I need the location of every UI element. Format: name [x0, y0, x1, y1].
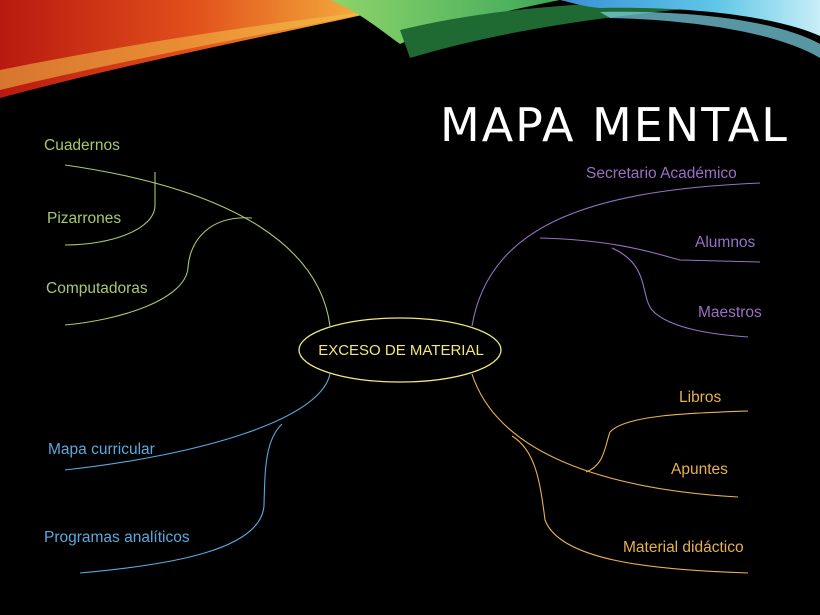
node-apuntes: Apuntes — [671, 461, 728, 478]
orange-branch-lines — [471, 373, 749, 574]
node-material-didactico: Material didáctico — [623, 539, 744, 556]
node-secretario-academico: Secretario Académico — [586, 165, 737, 182]
node-mapa-curricular: Mapa curricular — [48, 441, 155, 458]
blue-branch-lines — [64, 373, 331, 574]
node-maestros: Maestros — [698, 304, 762, 321]
node-programas-analiticos: Programas analíticos — [44, 529, 190, 546]
decorative-swoosh — [0, 0, 820, 98]
node-alumnos: Alumnos — [695, 234, 756, 251]
node-cuadernos: Cuadernos — [44, 137, 120, 154]
center-node-outline — [298, 317, 502, 383]
slide-title: MAPA MENTAL — [440, 98, 789, 152]
node-libros: Libros — [679, 389, 722, 406]
center-node-label: EXCESO DE MATERIAL — [318, 341, 484, 359]
purple-branch-lines — [471, 182, 761, 338]
node-computadoras: Computadoras — [46, 280, 148, 297]
green-branch-lines — [64, 164, 331, 327]
node-pizarrones: Pizarrones — [47, 210, 122, 227]
